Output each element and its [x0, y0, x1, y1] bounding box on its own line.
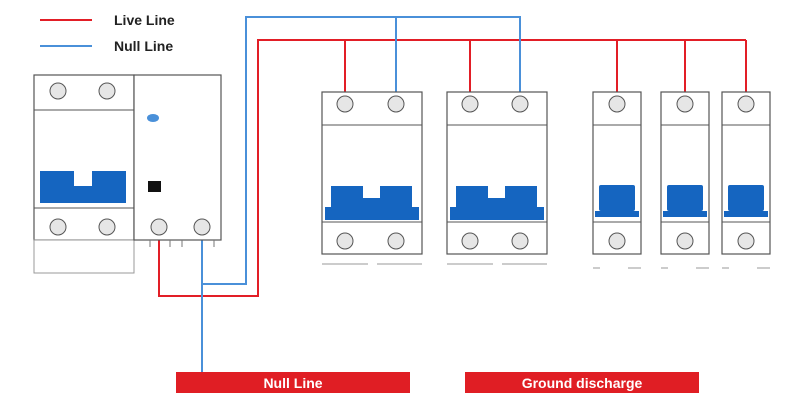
legend-null: Null Line [40, 36, 173, 56]
legend-live: Live Line [40, 10, 175, 30]
main-switch-body [33, 74, 135, 241]
terminal-screw [98, 218, 116, 236]
terminal-screw [461, 95, 479, 113]
terminal-screw [608, 95, 626, 113]
single-pole-breaker [721, 91, 771, 269]
terminal-screw [336, 232, 354, 250]
main-switch-toggle [40, 171, 126, 194]
breaker-toggle [456, 186, 537, 207]
terminal-screw [511, 232, 529, 250]
live-wire-main [158, 39, 746, 297]
terminal-screw [676, 232, 694, 250]
null-wires [201, 16, 521, 383]
test-button [148, 181, 161, 192]
breaker-toggle [667, 185, 703, 211]
legend-live-label: Live Line [114, 12, 175, 28]
null-line-banner: Null Line [176, 372, 410, 393]
two-pole-breaker [321, 91, 423, 265]
terminal-screw [737, 232, 755, 250]
terminal-screw [49, 218, 67, 236]
ground-discharge-banner: Ground discharge [465, 372, 699, 393]
legend-null-label: Null Line [114, 38, 174, 54]
breaker-toggle [331, 186, 412, 207]
terminal-screw [387, 95, 405, 113]
terminal-screw [49, 82, 67, 100]
main-switch [33, 74, 222, 274]
main-switch-base [33, 239, 135, 274]
terminal-screw [193, 218, 211, 236]
null-wire-main [201, 16, 521, 285]
terminal-screw [608, 232, 626, 250]
terminal-screw [511, 95, 529, 113]
terminal-screw [676, 95, 694, 113]
single-pole-breaker [592, 91, 642, 269]
terminal-screw [387, 232, 405, 250]
two-pole-breaker [446, 91, 548, 265]
rcd-module-body [133, 74, 222, 241]
terminal-screw [150, 218, 168, 236]
single-pole-breaker [660, 91, 710, 269]
null-line-swatch [40, 45, 92, 47]
terminal-screw [737, 95, 755, 113]
breaker-toggle [728, 185, 764, 211]
terminal-screw [461, 232, 479, 250]
terminal-screw [98, 82, 116, 100]
terminal-screw [336, 95, 354, 113]
live-wires [158, 39, 747, 297]
breaker-toggle [599, 185, 635, 211]
live-line-swatch [40, 19, 92, 21]
indicator-light [147, 114, 159, 122]
